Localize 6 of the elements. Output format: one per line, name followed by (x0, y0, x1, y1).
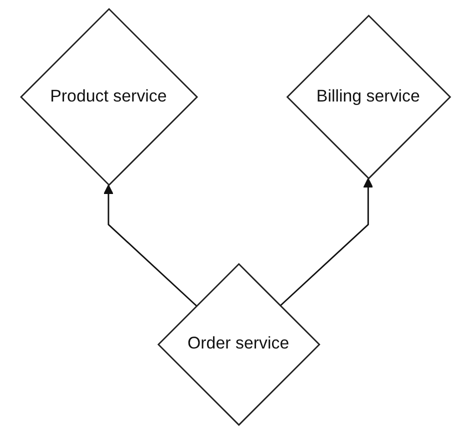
node-diamond (20, 8, 198, 186)
arrow (280, 178, 374, 306)
node-diamond (158, 263, 321, 426)
arrow (104, 184, 198, 306)
node-diamond (286, 14, 452, 180)
flowchart: Product service Billing service Order service (12, 0, 460, 434)
